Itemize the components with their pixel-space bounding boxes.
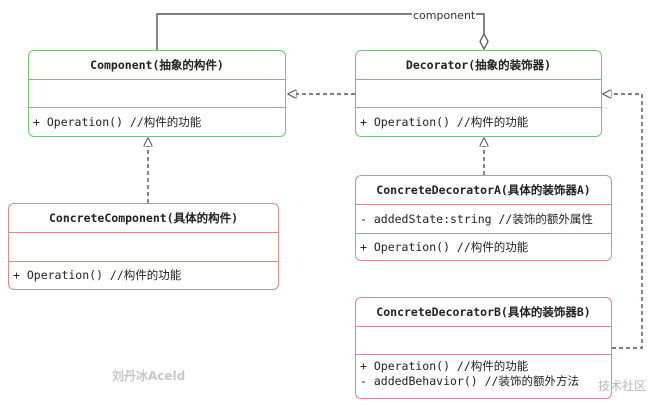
operation-item: + Operation() //构件的功能 [13,268,182,282]
operation-item: + Operation() //构件的功能 [360,359,529,373]
class-attributes [356,326,611,354]
class-operations: + Operation() //构件的功能 [356,233,611,259]
class-attributes [29,79,285,107]
class-title: Component(抽象的构件) [90,58,224,72]
operation-item: + Operation() //构件的功能 [360,114,529,129]
class-concrete-decorator-a[interactable]: ConcreteDecoratorA(具体的装饰器A) - addedState… [355,175,612,261]
class-attributes: - addedState:string //装饰的额外属性 [356,204,611,233]
class-title: ConcreteComponent(具体的构件) [48,211,239,225]
operation-item: + Operation() //构件的功能 [33,114,202,129]
class-component[interactable]: Component(抽象的构件) + Operation() //构件的功能 [28,50,286,137]
operation-item: + Operation() //构件的功能 [360,239,529,254]
class-decorator[interactable]: Decorator(抽象的装饰器) + Operation() //构件的功能 [355,50,602,137]
class-attributes [9,232,278,261]
community-watermark: 技术社区 [598,379,647,393]
class-operations: + Operation() //构件的功能 [9,261,278,288]
author-watermark: 刘丹冰Aceld [112,369,186,383]
class-title: ConcreteDecoratorA(具体的装饰器A) [376,183,591,197]
decoratorb-to-decorator-arrow [603,94,643,349]
class-title: ConcreteDecoratorB(具体的装饰器B) [376,305,591,319]
aggregation-line [156,13,485,50]
class-concrete-component[interactable]: ConcreteComponent(具体的构件) + Operation() /… [8,203,279,290]
class-concrete-decorator-b[interactable]: ConcreteDecoratorB(具体的装饰器B) + Operation(… [355,297,612,399]
class-title: Decorator(抽象的装饰器) [405,58,552,72]
class-operations: + Operation() //构件的功能 [356,107,601,135]
class-attributes [356,79,601,107]
class-operations: + Operation() //构件的功能 - addedBehavior() … [356,354,611,397]
class-operations: + Operation() //构件的功能 [29,107,285,135]
aggregation-diamond [479,32,489,51]
aggregation-label: component [412,9,477,22]
operation-item: - addedBehavior() //装饰的额外方法 [360,374,579,388]
